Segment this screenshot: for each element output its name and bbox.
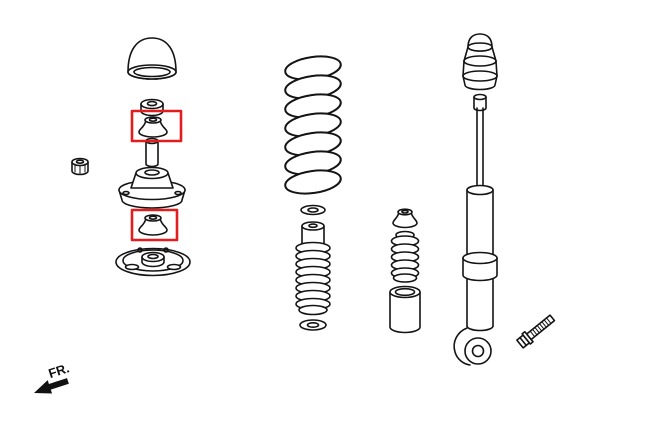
fr-direction-indicator: FR. <box>34 360 72 394</box>
lock-nut <box>71 157 89 176</box>
spring-washer <box>300 204 326 216</box>
upper-mount-bushing <box>138 116 168 138</box>
spring-seat-plate <box>115 247 191 277</box>
fr-label: FR. <box>47 360 72 381</box>
retainer-washer <box>140 98 164 117</box>
highlight-upper-bushing <box>130 109 183 143</box>
sleeve-tube <box>389 285 421 334</box>
boot-washer <box>299 319 327 331</box>
lower-eye-mount <box>453 327 492 366</box>
coil-spring <box>284 55 342 195</box>
stop-bushing <box>392 208 418 229</box>
fr-arrow-icon <box>34 378 69 394</box>
dust-boot-bellows <box>295 221 331 316</box>
ribbed-bump-stop <box>390 230 420 283</box>
spacer-sleeve <box>145 137 159 168</box>
mounting-bolt <box>516 314 556 349</box>
shock-bump-stop <box>462 33 498 91</box>
highlight-lower-bushing <box>130 208 179 242</box>
lower-mount-bushing <box>138 214 168 236</box>
shock-absorber <box>462 93 498 332</box>
bump-stop-cap <box>127 37 177 80</box>
highlight-annotations <box>130 109 183 242</box>
upper-strut-mount <box>118 166 186 209</box>
